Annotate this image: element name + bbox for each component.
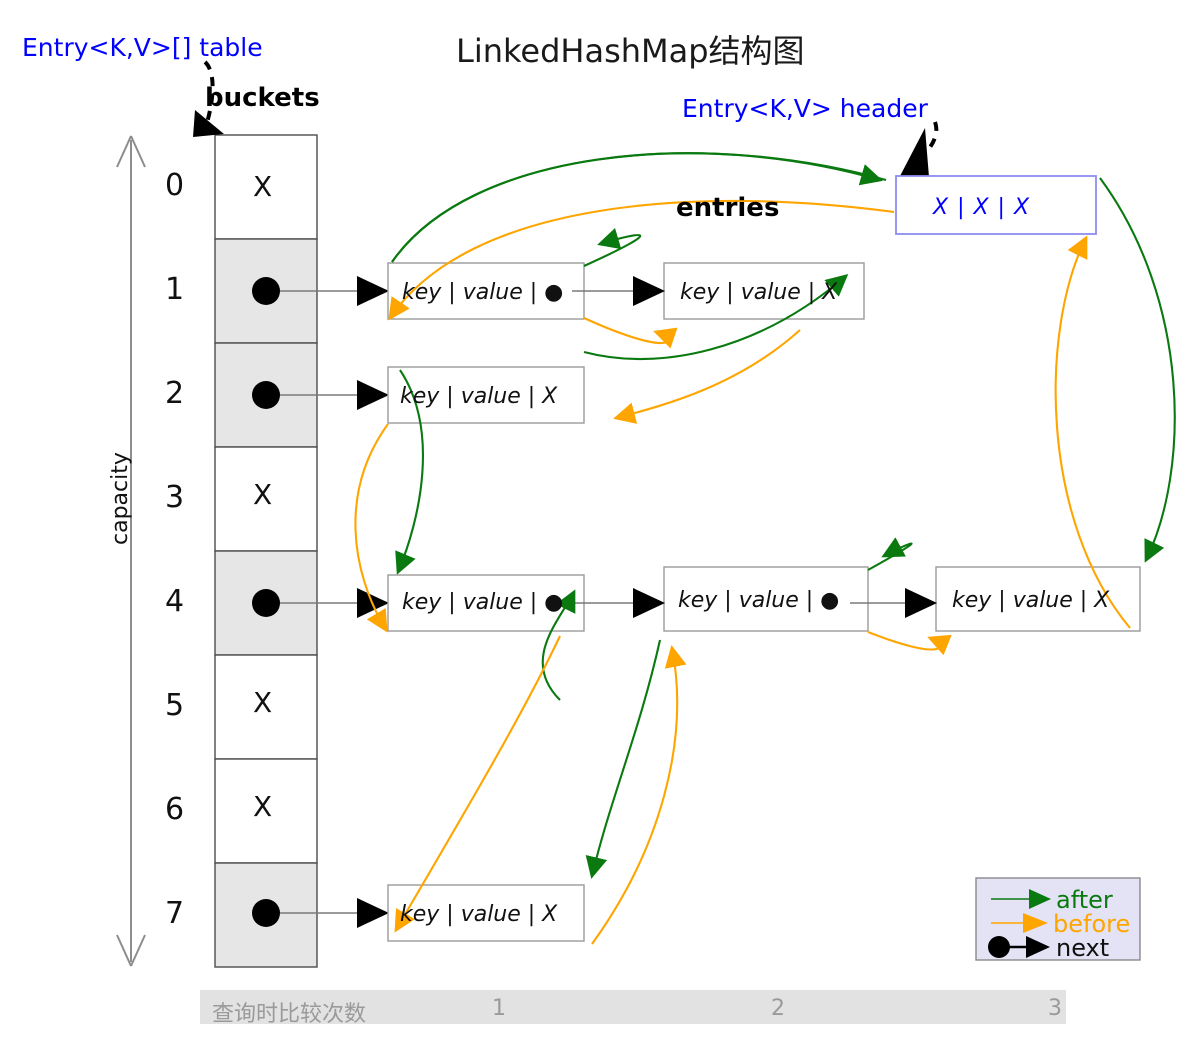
bucket-cell-1-dot[interactable] bbox=[252, 277, 280, 305]
bucket-cell-7-dot[interactable] bbox=[252, 899, 280, 927]
bucket-index-3: 3 bbox=[165, 480, 185, 515]
bucket-cell-0[interactable]: X bbox=[253, 170, 273, 203]
bucket-index-5: 5 bbox=[165, 688, 185, 723]
footer-count-2: 2 bbox=[771, 996, 785, 1021]
entry-row7-node1-text[interactable]: key | value | X bbox=[400, 902, 558, 927]
footer-count-1: 1 bbox=[492, 996, 506, 1021]
bucket-index-7: 7 bbox=[165, 896, 185, 931]
footer-caption: 查询时比较次数 bbox=[212, 1002, 367, 1027]
entry-row4-node3-text[interactable]: key | value | X bbox=[952, 588, 1110, 613]
table-label-leader bbox=[193, 60, 224, 137]
entry-next-links bbox=[572, 276, 937, 618]
legend-graphics bbox=[975, 877, 1141, 961]
header-node-box bbox=[895, 175, 1097, 235]
bucket-index-4: 4 bbox=[165, 584, 185, 619]
entries-label: entries bbox=[676, 193, 780, 223]
bucket-cell-5[interactable]: X bbox=[253, 686, 273, 719]
entry-row4-node1-text[interactable]: key | value | ● bbox=[402, 590, 564, 615]
legend-item-before: before bbox=[1053, 910, 1131, 938]
legend-item-after: after bbox=[1056, 886, 1113, 914]
footer-bar bbox=[200, 990, 1066, 1024]
bucket-cell-3[interactable]: X bbox=[253, 478, 273, 511]
bucket-index-2: 2 bbox=[165, 376, 185, 411]
header-annotation-label: Entry<K,V> header bbox=[682, 94, 928, 123]
diagram-title: LinkedHashMap结构图 bbox=[456, 32, 805, 70]
buckets-label: buckets bbox=[205, 83, 320, 113]
header-label-leader bbox=[899, 121, 939, 178]
legend-item-next: next bbox=[1056, 934, 1110, 962]
table-annotation-label: Entry<K,V>[] table bbox=[22, 33, 263, 62]
before-links bbox=[354, 199, 1131, 945]
bucket-cell-4-dot[interactable] bbox=[252, 589, 280, 617]
after-links bbox=[391, 152, 1176, 879]
entry-row4-node2-text[interactable]: key | value | ● bbox=[678, 588, 840, 613]
header-node-text[interactable]: X | X | X bbox=[933, 195, 1031, 220]
footer-count-3: 3 bbox=[1048, 996, 1062, 1021]
entry-row2-node1-text[interactable]: key | value | X bbox=[400, 384, 558, 409]
entry-row1-node2-text[interactable]: key | value | X bbox=[680, 280, 838, 305]
bucket-cell-6[interactable]: X bbox=[253, 790, 273, 823]
bucket-index-1: 1 bbox=[165, 272, 185, 307]
bucket-index-0: 0 bbox=[165, 168, 185, 203]
bucket-cell-2-dot[interactable] bbox=[252, 381, 280, 409]
entry-boxes bbox=[387, 262, 1141, 942]
bucket-table-graphics bbox=[214, 134, 318, 968]
capacity-axis bbox=[116, 135, 146, 967]
bucket-index-6: 6 bbox=[165, 792, 185, 827]
entry-row1-node1-text[interactable]: key | value | ● bbox=[402, 280, 564, 305]
